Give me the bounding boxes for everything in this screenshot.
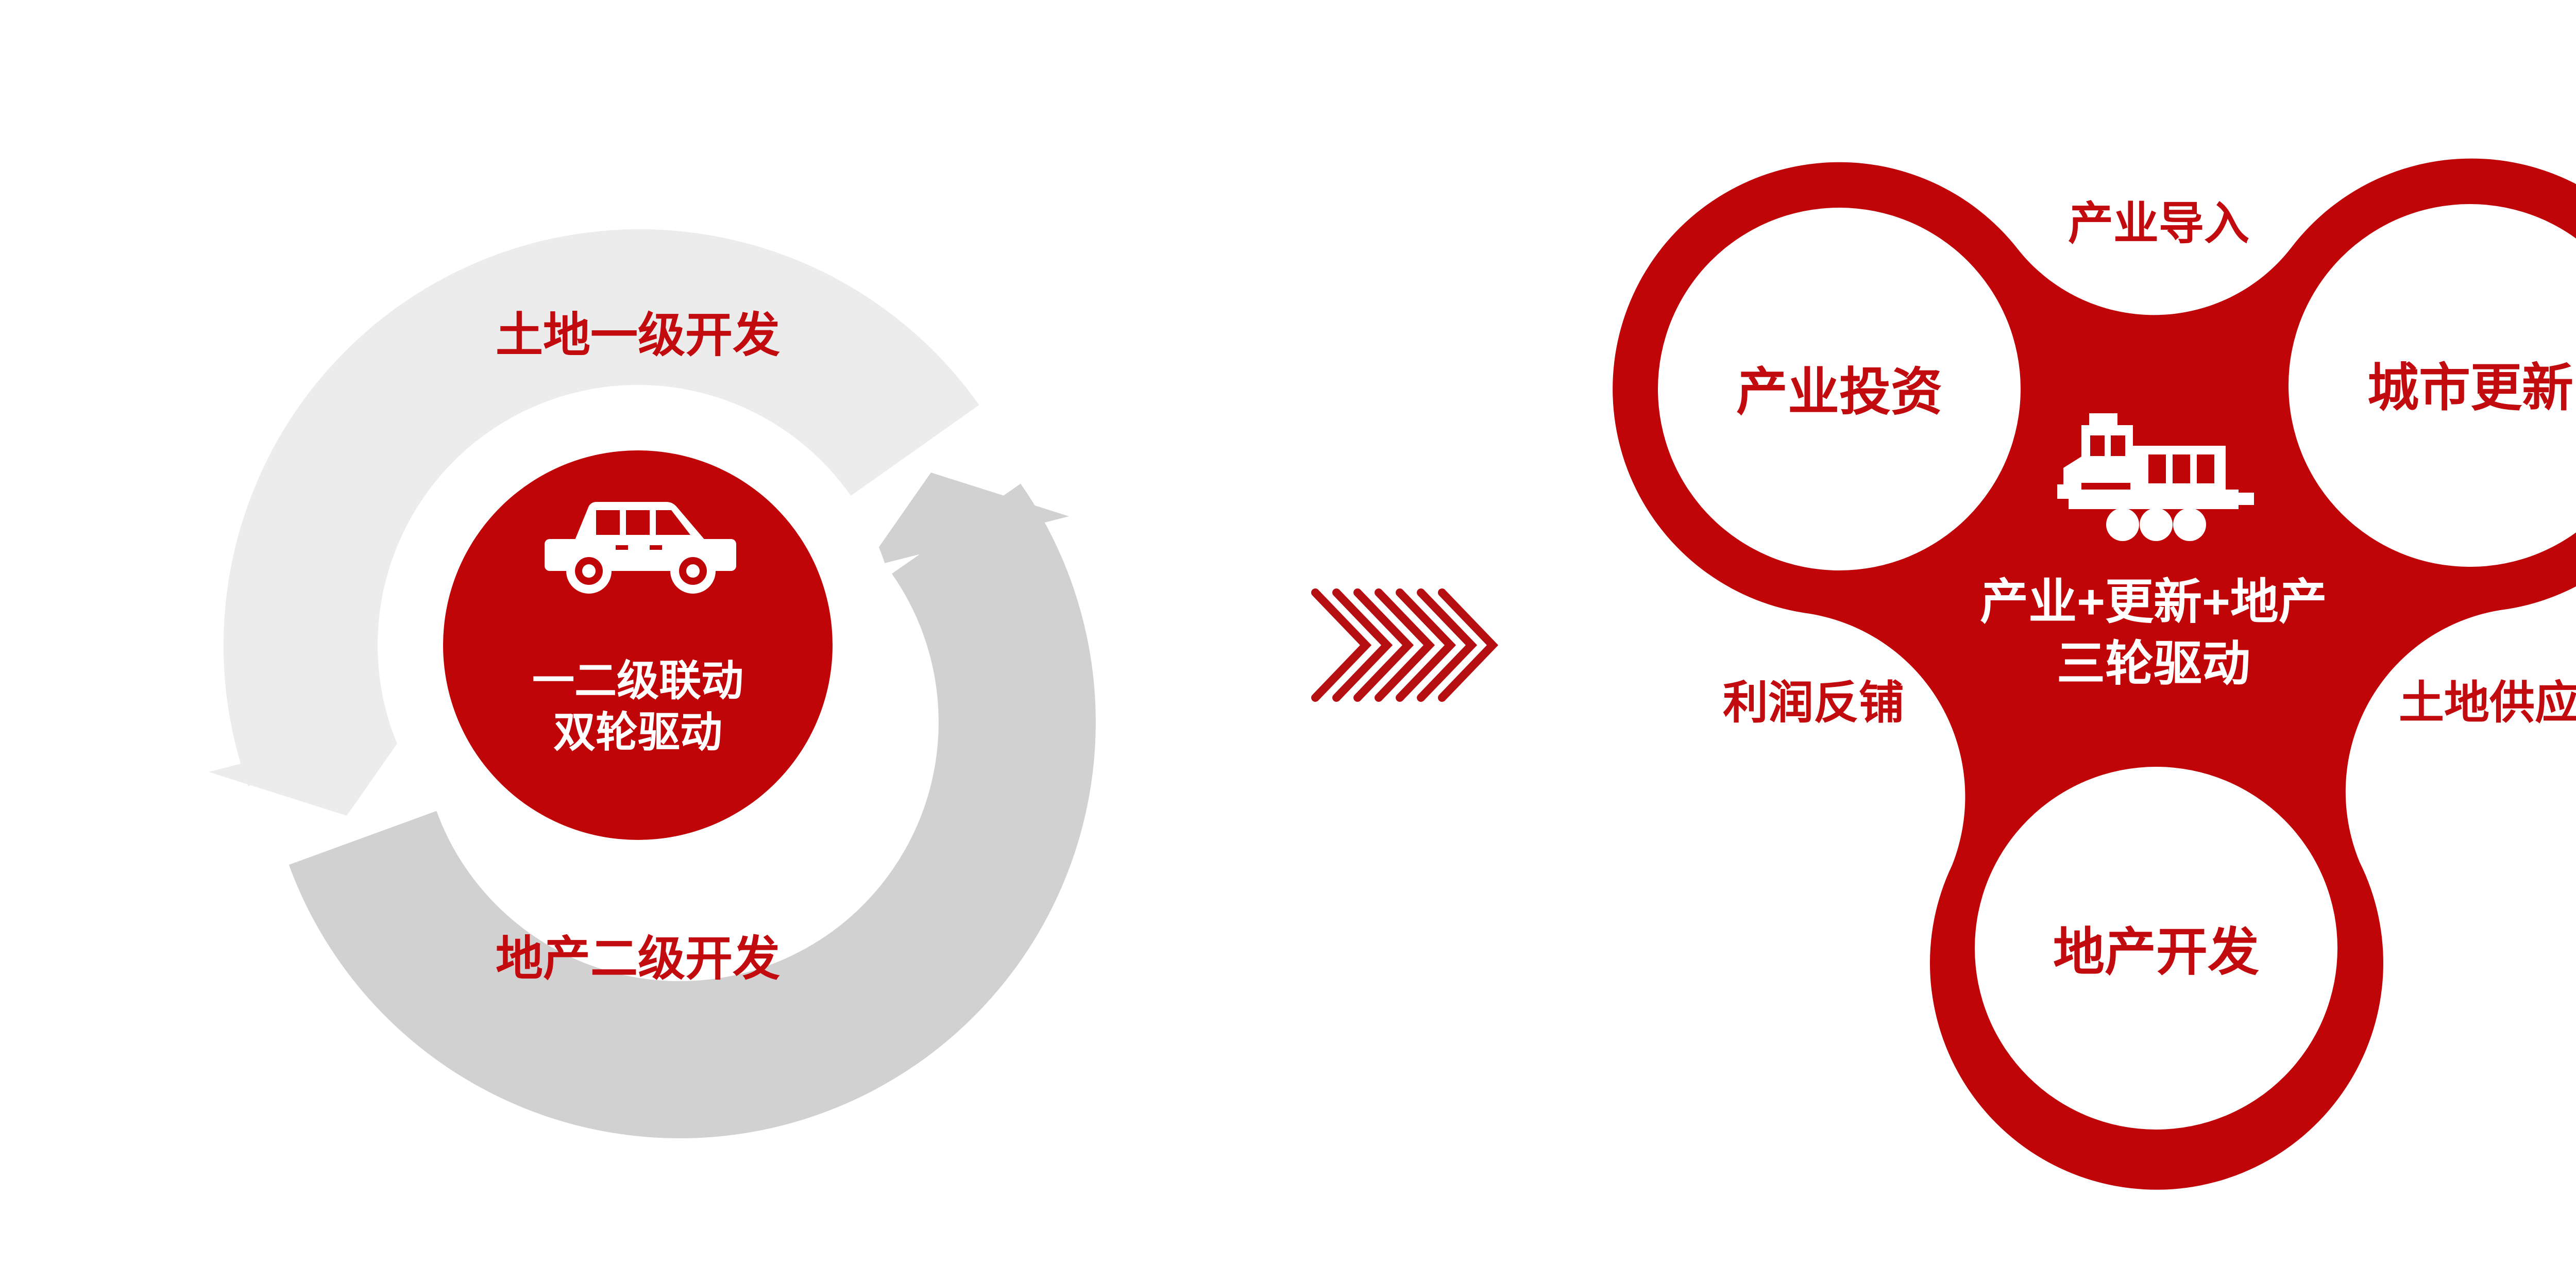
right-top-label: 产业导入: [2067, 198, 2249, 249]
node-circle-urban-renewal: [2289, 204, 2576, 567]
chevron-right-icon: [1311, 588, 1499, 702]
node-circle-property-development: [1975, 767, 2337, 1130]
right-center-text: 产业+更新+地产三轮驱动: [1741, 571, 2566, 695]
train-icon: [2057, 413, 2254, 541]
left-center-line2: 双轮驱动: [553, 709, 722, 756]
left-bottom-label: 地产二级开发: [495, 933, 780, 985]
node-circle-industry-investment: [1658, 208, 2021, 570]
right-left-label: 利润反铺: [1722, 677, 1904, 728]
left-top-label: 土地一级开发: [495, 309, 780, 362]
node-label-industry-investment: 产业投资: [1736, 363, 1942, 421]
right-spinner-diagram: [1613, 158, 2576, 1190]
node-label-urban-renewal: 城市更新: [2367, 359, 2573, 417]
left-center-line1: 一二级联动: [532, 658, 743, 704]
right-right-label: 土地供应: [2398, 677, 2576, 728]
left-cycle-diagram: [209, 229, 1096, 1138]
cycle-arrow-left-icon: [209, 720, 414, 816]
node-label-property-development: 地产开发: [2053, 923, 2259, 981]
cycle-arc-bottom: [289, 483, 1096, 1138]
cycle-arrow-right-icon: [864, 473, 1069, 568]
left-center-text: 一二级联动双轮驱动: [406, 655, 870, 759]
right-center-line1: 产业+更新+地产: [1980, 575, 2327, 629]
car-icon: [545, 502, 736, 594]
cycle-arc-top: [223, 229, 979, 786]
right-center-line2: 三轮驱动: [2056, 636, 2250, 691]
